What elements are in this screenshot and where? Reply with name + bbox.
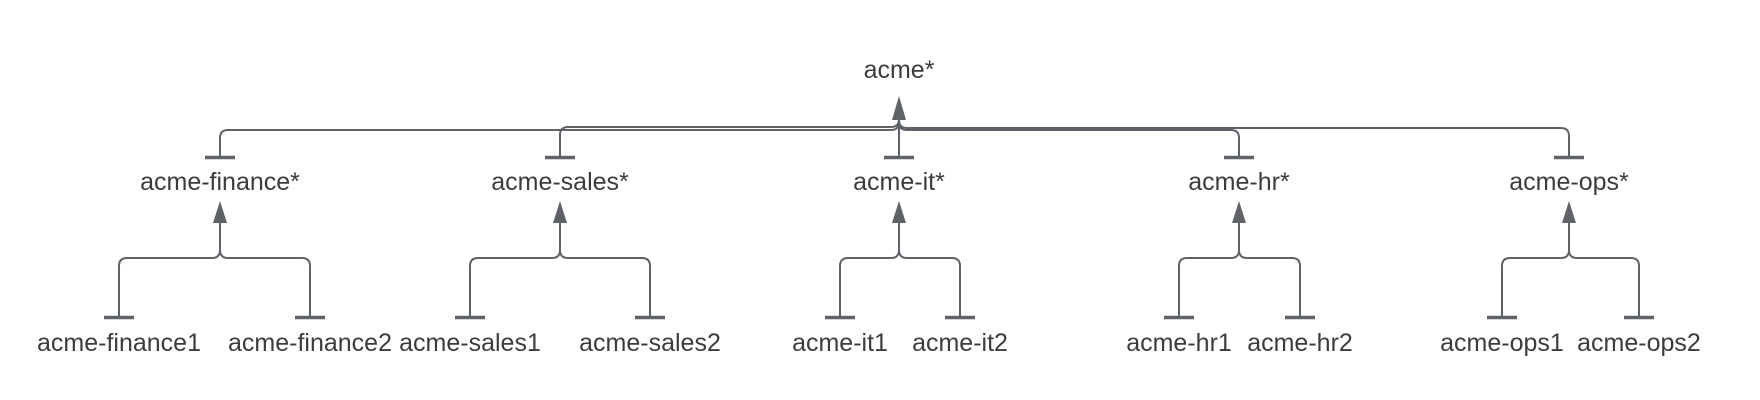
edges-level1 [219,96,1570,156]
edge-acme-it1-to-acme-it [839,222,900,316]
arrowhead-into-acme-hr [1232,201,1246,223]
node-acme-finance2: acme-finance2 [228,329,392,357]
edge-acme-sales2-to-acme-sales [559,222,651,316]
group-sales-edges [455,201,665,320]
node-acme-it1: acme-it1 [792,329,888,357]
node-acme-it: acme-it* [853,168,945,196]
node-acme-hr2: acme-hr2 [1247,329,1353,357]
edge-acme-ops2-to-acme-ops [1568,222,1640,316]
group-hr-edges [1164,201,1315,320]
node-acme-sales: acme-sales* [491,168,629,196]
edge-acme-finance2-to-acme-finance [219,222,311,316]
edge-acme-sales1-to-acme-sales [469,222,561,316]
group-it-edges [825,201,975,320]
edge-acme-it2-to-acme-it [898,222,961,316]
node-acme: acme* [864,56,935,84]
arrowhead-into-acme-it [892,201,906,223]
node-acme-ops: acme-ops* [1509,168,1629,196]
node-acme-hr1: acme-hr1 [1126,329,1232,357]
edge-acme-ops1-to-acme-ops [1501,222,1570,316]
node-acme-it2: acme-it2 [912,329,1008,357]
node-labels: acme* acme-finance* acme-sales* acme-it*… [37,56,1701,357]
edge-acme-hr1-to-acme-hr [1178,222,1240,316]
edge-acme-hr2-to-acme-hr [1238,222,1301,316]
group-ops-edges [1487,201,1654,320]
edge-acme-hr-to-acme [898,121,1240,156]
node-acme-finance: acme-finance* [140,168,300,196]
edge-acme-ops-to-acme [898,119,1570,156]
node-acme-sales2: acme-sales2 [579,329,721,357]
edge-acme-sales-to-acme [559,118,900,156]
node-acme-ops1: acme-ops1 [1440,329,1564,357]
arrowhead-into-acme [892,96,906,120]
edge-acme-finance1-to-acme-finance [118,222,221,316]
arrowhead-into-acme-ops [1562,201,1576,223]
node-acme-sales1: acme-sales1 [399,329,541,357]
arrowhead-into-acme-sales [553,201,567,223]
node-acme-finance1: acme-finance1 [37,329,201,357]
node-acme-ops2: acme-ops2 [1577,329,1701,357]
arrowhead-into-acme-finance [213,201,227,223]
group-finance-edges [104,201,325,320]
node-acme-hr: acme-hr* [1188,168,1290,196]
